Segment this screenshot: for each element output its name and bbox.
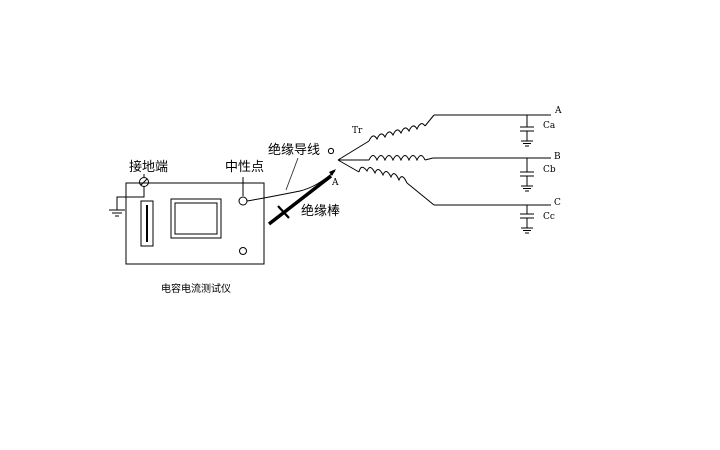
- point-a-circle: [327, 147, 335, 155]
- capacitor-cc: [520, 205, 534, 234]
- insulating-rod-label: 绝缘棒: [301, 203, 340, 219]
- capacitor-ca: [520, 115, 534, 147]
- point-a-label: A: [331, 178, 339, 188]
- insulated-wire-label-leader: [285, 157, 299, 191]
- display-screen-inner: [174, 202, 218, 235]
- ground-terminal-mark: [140, 178, 148, 186]
- phase-c-label: C: [554, 198, 561, 208]
- ground-lead: [116, 186, 145, 210]
- insulated-wire-label: 绝缘导线: [268, 142, 320, 158]
- capacitor-cb: [520, 158, 534, 192]
- capacitor-ca-label: Ca: [543, 121, 556, 131]
- display-screen-outer: [170, 198, 222, 239]
- winding-a-tail: [424, 114, 435, 127]
- phase-b-label: B: [554, 152, 561, 162]
- ground-terminal-label: 接地端: [129, 159, 168, 175]
- instrument-name-label: 电容电流测试仪: [161, 282, 231, 295]
- winding-b-coil: [368, 155, 426, 162]
- rod-guard: [277, 205, 290, 219]
- capacitance-current-tester: [125, 177, 265, 265]
- phase-a-label: A: [554, 106, 562, 116]
- transformer-windings: [337, 114, 435, 206]
- rod-shaft: [267, 174, 333, 226]
- neutral-point-label: 中性点: [225, 160, 264, 175]
- transformer-label: Tr: [352, 126, 363, 136]
- winding-a-lead: [337, 140, 370, 161]
- insulating-rod: [267, 174, 333, 226]
- rod-tip-arrow: [329, 169, 336, 176]
- capacitor-cc-label: Cc: [543, 212, 555, 222]
- instrument-body: [125, 182, 265, 265]
- capacitor-cb-label: Cb: [543, 165, 556, 175]
- aux-terminal: [239, 247, 247, 255]
- winding-c-coil: [358, 166, 408, 184]
- winding-c-lead: [337, 159, 360, 173]
- winding-b-tail: [424, 157, 434, 161]
- winding-c-tail: [406, 182, 435, 206]
- meter-slot: [140, 200, 154, 247]
- ground-connection: [109, 186, 145, 217]
- winding-a-coil: [368, 123, 426, 142]
- neutral-terminal: [238, 196, 248, 206]
